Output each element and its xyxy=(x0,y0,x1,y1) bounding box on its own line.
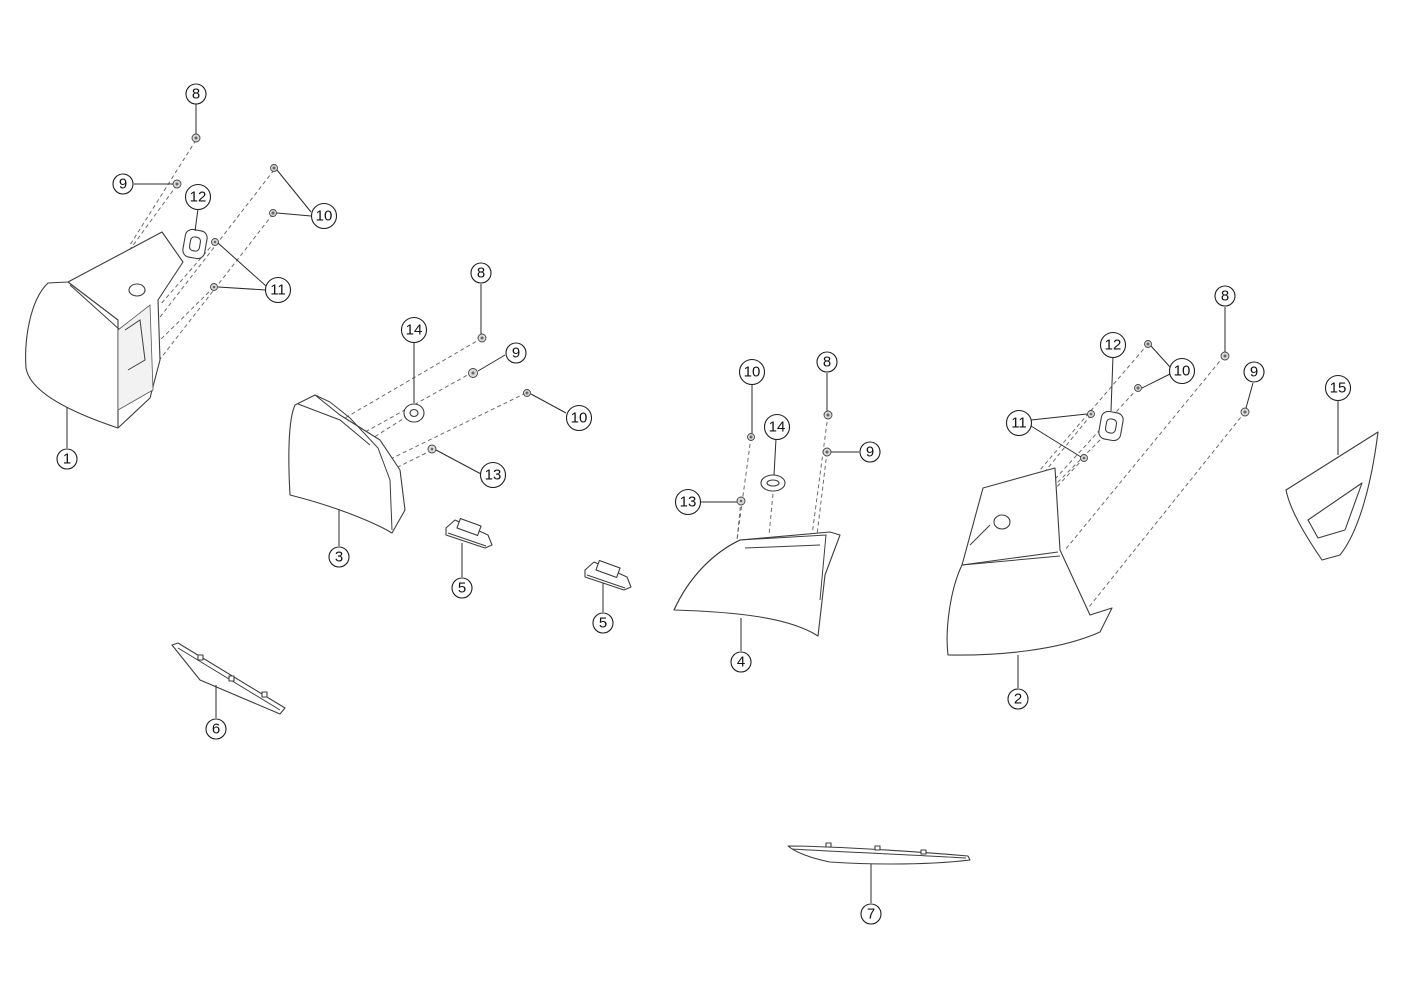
leader-lines xyxy=(66,104,1339,903)
callout-6: 6 xyxy=(205,718,227,740)
fastener-10-d xyxy=(747,433,755,441)
fastener-11-a xyxy=(211,238,219,246)
callout-1-label: 1 xyxy=(63,451,71,468)
part-5-connector-a xyxy=(445,517,493,549)
fastener-10-c xyxy=(523,389,531,397)
callout-11-b-label: 11 xyxy=(1011,415,1027,432)
callout-13-b: 13 xyxy=(674,488,702,516)
fastener-9-c xyxy=(822,447,832,457)
fastener-11-c xyxy=(1087,410,1095,418)
callout-15: 15 xyxy=(1324,374,1352,402)
part-4-lamp-housing xyxy=(673,531,841,637)
fastener-10-a xyxy=(270,164,278,172)
fastener-8-d xyxy=(1220,351,1230,361)
callout-14-b: 14 xyxy=(763,413,791,441)
callout-9-a: 9 xyxy=(112,173,134,195)
part-3-lamp-housing xyxy=(288,394,406,534)
callout-5-a: 5 xyxy=(451,577,473,599)
fasteners xyxy=(172,133,1250,506)
assembly-lines xyxy=(114,139,1246,613)
callout-10-d-label: 10 xyxy=(1174,363,1191,380)
callout-5-b: 5 xyxy=(592,612,614,634)
fastener-11-d xyxy=(1080,454,1088,462)
callout-15-label: 15 xyxy=(1330,380,1347,397)
callout-2-label: 2 xyxy=(1014,691,1022,708)
callout-9-b: 9 xyxy=(505,342,527,364)
callout-6-label: 6 xyxy=(212,721,220,738)
fastener-11-b xyxy=(210,283,218,291)
fastener-13-b xyxy=(736,496,746,506)
callout-12-b-label: 12 xyxy=(1105,337,1122,354)
callout-9-c-label: 9 xyxy=(866,444,874,461)
callout-10-a-label: 10 xyxy=(316,208,333,225)
callout-14-b-label: 14 xyxy=(769,419,786,436)
part-7-trim-strip xyxy=(787,842,971,865)
callout-11-b: 11 xyxy=(1005,409,1033,437)
callout-9-b-label: 9 xyxy=(512,345,520,362)
fastener-8-c xyxy=(823,410,833,420)
callout-12-a-label: 12 xyxy=(190,189,207,206)
callout-14-a: 14 xyxy=(400,316,428,344)
fastener-9-a xyxy=(172,179,182,189)
callout-3-label: 3 xyxy=(335,549,343,566)
callout-7: 7 xyxy=(860,903,882,925)
callout-10-a: 10 xyxy=(310,202,338,230)
fastener-8-b xyxy=(477,333,487,343)
fastener-8-a xyxy=(191,133,201,143)
callout-9-c: 9 xyxy=(859,441,881,463)
callout-9-d-label: 9 xyxy=(1250,364,1258,381)
callout-5-b-label: 5 xyxy=(599,615,607,632)
callout-4: 4 xyxy=(730,651,752,673)
callout-10-d: 10 xyxy=(1168,357,1196,385)
callout-2: 2 xyxy=(1007,688,1029,710)
part-5-connector-b xyxy=(584,559,632,591)
callout-8-b: 8 xyxy=(470,262,492,284)
fastener-10-f xyxy=(1134,384,1142,392)
part-12-grommet-b xyxy=(1098,410,1124,442)
part-1-lamp-housing xyxy=(25,231,184,429)
part-2-lamp-housing xyxy=(946,467,1113,656)
callout-1: 1 xyxy=(56,448,78,470)
fastener-9-b xyxy=(468,368,478,378)
callout-14-a-label: 14 xyxy=(406,322,423,339)
callout-12-b: 12 xyxy=(1099,331,1127,359)
fastener-13-a xyxy=(427,444,437,454)
part-15-reflector xyxy=(1285,431,1379,561)
callout-10-c-label: 10 xyxy=(744,364,761,381)
callout-10-b-label: 10 xyxy=(571,410,588,427)
fastener-10-e xyxy=(1144,340,1152,348)
callout-9-a-label: 9 xyxy=(119,176,127,193)
part-12-grommet-a xyxy=(182,228,208,260)
callout-8-c-label: 8 xyxy=(823,354,831,371)
callout-13-b-label: 13 xyxy=(680,494,697,511)
callout-9-d: 9 xyxy=(1243,361,1265,383)
callout-8-d-label: 8 xyxy=(1221,288,1229,305)
callout-11-a: 11 xyxy=(264,276,292,304)
fastener-10-b xyxy=(269,209,277,217)
callout-4-label: 4 xyxy=(737,654,745,671)
fastener-9-d xyxy=(1240,407,1250,417)
callout-13-a: 13 xyxy=(479,461,507,489)
callout-12-a: 12 xyxy=(184,183,212,211)
callout-7-label: 7 xyxy=(867,906,875,923)
part-14-grommet-b xyxy=(760,474,786,492)
callout-3: 3 xyxy=(328,546,350,568)
part-6-trim-strip xyxy=(171,642,286,715)
part-14-grommet-a xyxy=(403,403,425,423)
callout-8-a: 8 xyxy=(185,83,207,105)
callout-8-a-label: 8 xyxy=(192,86,200,103)
callout-8-b-label: 8 xyxy=(477,265,485,282)
callout-13-a-label: 13 xyxy=(485,467,502,484)
callout-11-a-label: 11 xyxy=(270,282,286,299)
callout-5-a-label: 5 xyxy=(458,580,466,597)
callout-8-d: 8 xyxy=(1214,285,1236,307)
callout-8-c: 8 xyxy=(816,351,838,373)
callout-10-b: 10 xyxy=(565,404,593,432)
callout-10-c: 10 xyxy=(738,358,766,386)
